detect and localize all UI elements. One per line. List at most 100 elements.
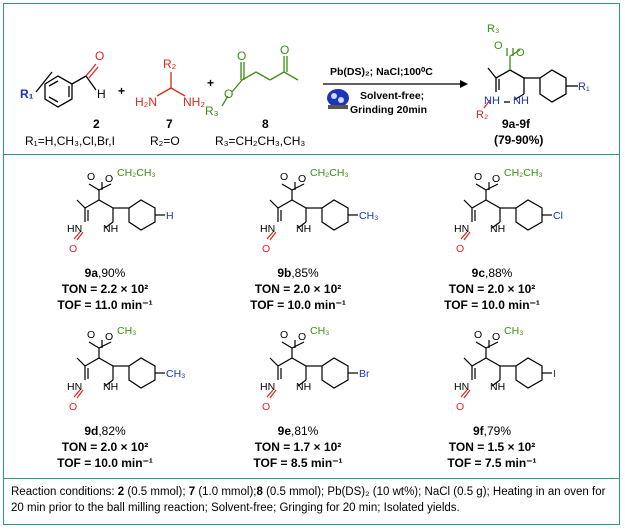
product-9b-ton: TON = 2.0 × 10² [254,282,342,296]
product-r1: R₁ [578,81,590,93]
nh-left: HN [454,381,469,393]
nh-left: HN [67,223,82,235]
condition-catalyst: Pb(DS)₂; NaCl;100⁰C [330,66,433,78]
aryl-substituent-9d: CH₃ [166,368,185,380]
urea-oxygen: O [456,243,464,255]
ester-oxygen: O [298,331,306,343]
product-id: 9e [277,424,291,438]
compound-7-label: 7 [166,117,173,131]
ester-oxygen: O [298,173,306,185]
product-carbonyl-o: O [516,47,525,59]
carbonyl-oxygen: O [474,329,482,341]
aryl-substituent-9f: I [553,368,556,380]
nh-right: NH [296,223,311,235]
r1-label: R₁ [20,87,34,101]
divider-top [3,154,620,155]
product-9a-ton: TON = 2.2 × 10² [61,282,149,296]
nh-right: NH [103,381,118,393]
h2n-label: H₂N [135,95,157,109]
product-ester-o: O [494,40,503,52]
nh-right: NH [103,223,118,235]
product-yield: ,90% [98,266,126,280]
ester-oxygen: O [105,173,113,185]
product-9a-tof: TOF = 11.0 min⁻¹ [57,298,153,312]
ester-alkyl-9e: CH₃ [310,325,329,337]
product-9f-ton: TON = 1.5 × 10² [448,440,536,454]
aldehyde-oxygen: O [95,49,104,63]
ester-alkyl-9d: CH₃ [117,325,136,337]
reaction-arrowhead [460,80,468,88]
product-9d-tof: TOF = 10.0 min⁻¹ [57,456,153,470]
condition-grinding: Grinding 20min [350,104,428,116]
product-yield: ,81% [291,424,319,438]
aldehyde-hydrogen: H [97,87,106,101]
urea-oxygen: O [262,243,270,255]
footnote-compound-7: 7 [188,486,196,498]
ball-mill-icon [327,89,349,109]
ester-oxygen: O [492,331,500,343]
product-yield: ,79% [483,424,512,438]
product-id: 9d [84,424,99,438]
compound-2-label: 2 [93,117,100,131]
product-nh-right: NH [513,95,529,107]
ester-alkyl-9b: CH₂CH₃ [310,167,349,179]
footnote-part: Reaction conditions: [11,486,118,498]
nh-left: HN [260,223,275,235]
product-9b-tof: TOF = 10.0 min⁻¹ [250,298,346,312]
product-9c-tof: TOF = 10.0 min⁻¹ [444,298,540,312]
nh-left: HN [260,381,275,393]
ester-alkyl-9a: CH₂CH₃ [117,167,156,179]
compound-8-label: 8 [262,117,269,131]
footnote-compound-8: 8 [256,486,263,498]
footnote-part: (1.0 mmol); [195,486,257,498]
ester-alkyl-9f: CH₃ [504,325,523,337]
product-id: 9c [471,266,485,280]
r3-definition: R₃=CH₂CH₃,CH₃ [215,134,306,148]
product-yield-range: (79-90%) [494,133,544,147]
product-yield: ,82% [98,424,126,438]
carbonyl-oxygen: O [474,171,482,183]
urea-oxygen: O [69,243,77,255]
aryl-substituent-9b: CH₃ [359,210,378,222]
nh2-label: NH₂ [183,95,205,109]
figure-frame [3,3,620,525]
carbonyl-oxygen: O [280,171,288,183]
product-yield: ,88% [485,266,513,280]
product-9e-yield: 9e,81% [228,424,368,438]
plus-1: + [118,84,126,98]
r2-label: R₂ [163,57,177,71]
product-id: 9b [277,266,292,280]
product-yield: ,85% [291,266,319,280]
reaction-conditions-footnote: Reaction conditions: 2 (0.5 mmol); 7 (1.… [11,484,611,516]
divider-bottom [3,478,620,479]
product-9e-ton: TON = 1.7 × 10² [254,440,342,454]
footnote-compound-2: 2 [117,486,125,498]
carbonyl-oxygen: O [87,329,95,341]
product-r2: R₂ [476,109,488,121]
urea-oxygen: O [456,401,464,413]
product-9f-tof: TOF = 7.5 min⁻¹ [447,456,537,470]
product-9c-yield: 9c,88% [422,266,562,280]
nh-right: NH [490,381,505,393]
aryl-substituent-9a: H [166,210,174,222]
urea-oxygen: O [69,401,77,413]
product-id: 9f [472,424,484,438]
nh-right: NH [490,223,505,235]
carbonyl-oxygen: O [280,329,288,341]
product-9d-yield: 9d,82% [35,424,175,438]
condition-solvent: Solvent-free; [360,90,425,102]
r2-definition: R₂=O [150,134,180,148]
ester-oxygen: O [105,331,113,343]
aryl-substituent-9e: Br [359,368,370,380]
product-id: 9a [84,266,98,280]
carbonyl-oxygen: O [87,171,95,183]
product-9a-yield: 9a,90% [35,266,175,280]
nh-left: HN [454,223,469,235]
nh-left: HN [67,381,82,393]
aryl-substituent-9c: Cl [553,210,563,222]
